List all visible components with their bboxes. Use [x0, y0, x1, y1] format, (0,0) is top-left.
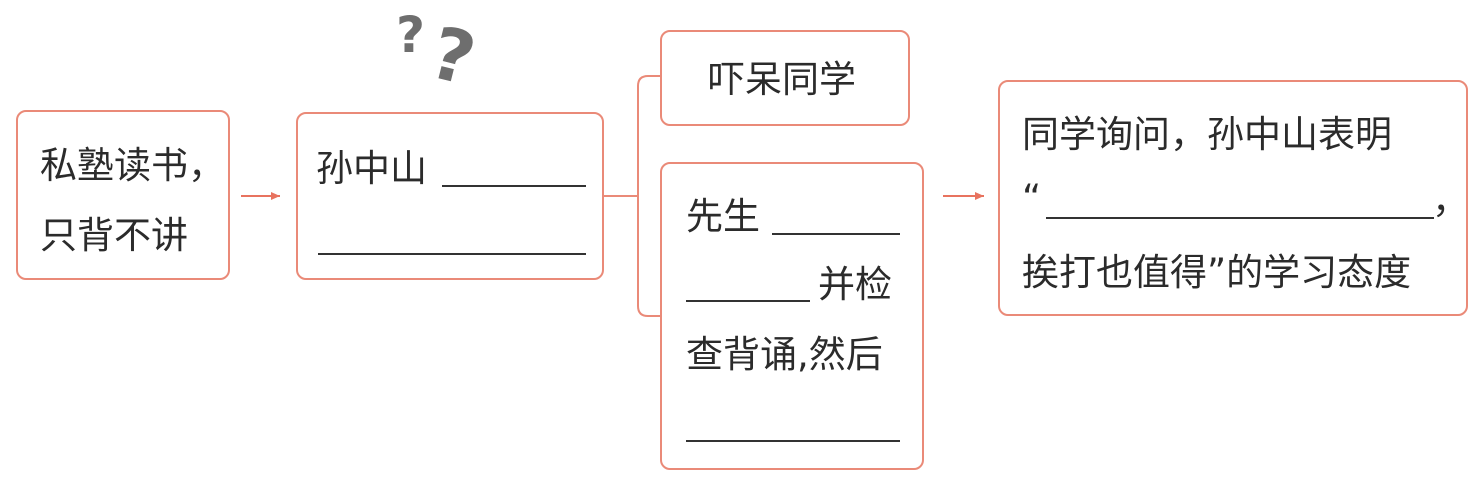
answer-blank [1046, 217, 1434, 219]
box-attitude-open-quote: “ [1022, 177, 1042, 220]
box-teacher-line2-suffix: 并检 [818, 263, 892, 306]
box-attitude-comma: ， [1432, 179, 1469, 222]
answer-blank [686, 440, 900, 442]
box-sun-zhongshan: 孙中山 [296, 112, 604, 280]
box-teacher-line3: 查背诵,然后 [686, 333, 883, 376]
branch-connector [604, 75, 660, 317]
box-teacher: 先生 并检 查背诵,然后 [660, 162, 924, 470]
answer-blank [772, 233, 900, 235]
box-private-school: 私塾读书， 只背不讲 [16, 110, 230, 280]
box-attitude: 同学询问，孙中山表明 “ ， 挨打也值得”的学习态度 [998, 80, 1469, 316]
box-attitude-line1: 同学询问，孙中山表明 [1022, 113, 1392, 156]
box-scared-classmates: 吓呆同学 [660, 30, 910, 126]
answer-blank [318, 253, 586, 255]
box-private-school-line1: 私塾读书， [40, 144, 225, 187]
box-sun-zhongshan-label: 孙中山 [316, 147, 427, 190]
answer-blank [686, 300, 810, 302]
box-teacher-line1: 先生 [686, 195, 760, 238]
box-attitude-line3: 挨打也值得”的学习态度 [1022, 251, 1412, 294]
answer-blank [442, 185, 586, 187]
box-scared-classmates-text: 吓呆同学 [708, 58, 856, 101]
question-mark-small-icon: ? [396, 6, 426, 64]
box-private-school-line2: 只背不讲 [40, 214, 188, 257]
